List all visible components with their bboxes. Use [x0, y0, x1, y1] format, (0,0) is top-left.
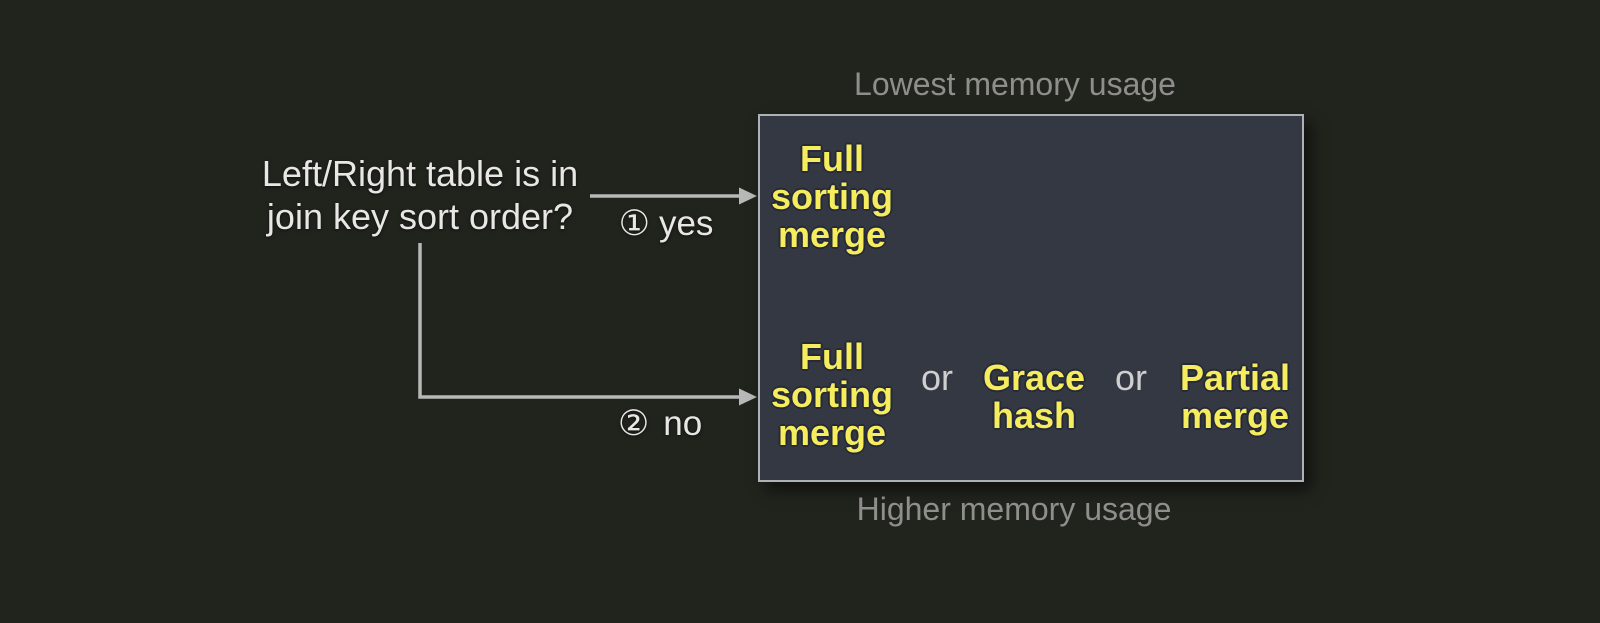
branch-label-no: ② no	[618, 404, 702, 444]
circled-1-icon: ①	[618, 204, 650, 243]
no-elbow-arrow	[418, 243, 757, 406]
algorithm-grace-hash: Grace hash	[982, 357, 1086, 436]
question-text: Left/Right table is in join key sort ord…	[262, 152, 578, 238]
or-separator: or	[1114, 357, 1148, 398]
algorithm-full-sorting-merge-unsorted: Full sorting merge	[771, 336, 893, 453]
lowest-memory-caption: Lowest memory usage	[854, 66, 1176, 102]
yes-arrow	[590, 187, 757, 205]
question-line-1: Left/Right table is in	[261, 153, 579, 194]
algorithms-box: Full sorting merge Full sorting merge or…	[758, 114, 1304, 482]
circled-2-icon: ②	[617, 404, 650, 443]
question-line-2: join key sort order?	[266, 196, 574, 237]
or-separator: or	[920, 357, 954, 398]
algorithm-full-sorting-merge-sorted: Full sorting merge	[771, 138, 893, 255]
arrowhead-icon	[739, 388, 757, 406]
branch-yes-text: yes	[658, 204, 714, 243]
higher-memory-caption: Higher memory usage	[856, 491, 1172, 527]
algorithm-partial-merge: Partial merge	[1179, 357, 1291, 436]
arrowhead-icon	[739, 187, 757, 205]
branch-no-text: no	[663, 404, 703, 443]
